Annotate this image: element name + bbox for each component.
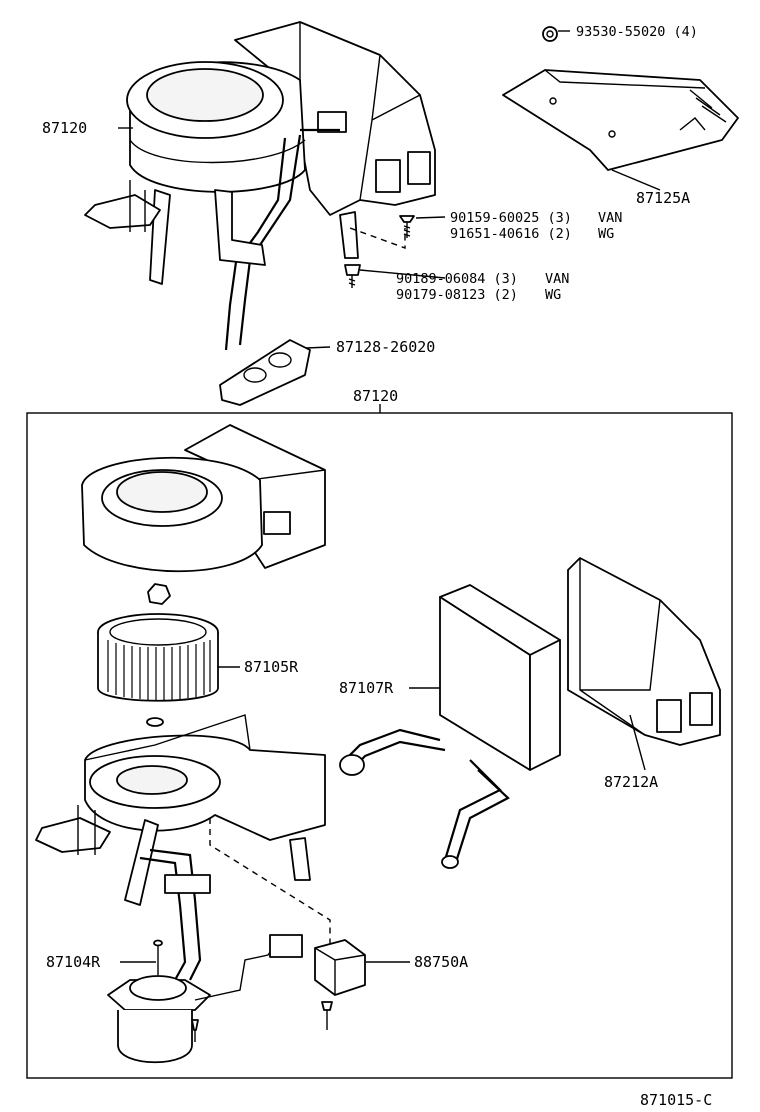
bottom-leader-lines xyxy=(120,666,646,963)
core-case-drawing xyxy=(567,557,721,746)
motor-drawing xyxy=(107,934,303,1064)
label-heater-core: 87107R xyxy=(339,679,394,697)
label-screw2-wg: 90179-08123 (2) xyxy=(396,287,518,303)
label-motor: 87104R xyxy=(46,953,101,971)
label-screw2-van: 90189-06084 (3) xyxy=(396,271,518,287)
label-resistor: 88750A xyxy=(414,953,468,971)
label-screw2-wg-tag: WG xyxy=(545,287,561,303)
heater-core-drawing xyxy=(339,584,561,869)
lower-case-drawing xyxy=(35,714,326,981)
screws-drawing xyxy=(344,215,415,288)
label-top-blower-assy: 87120 xyxy=(42,119,87,137)
label-fan: 87105R xyxy=(244,658,299,676)
panel-drawing xyxy=(502,69,739,171)
label-panel: 87125A xyxy=(636,189,690,207)
label-screw1-van-tag: VAN xyxy=(598,210,622,226)
screw-dashed-leader xyxy=(349,227,406,249)
resistor-dashed-leader xyxy=(209,818,331,948)
clip-drawing xyxy=(542,26,558,42)
figure-code: 871015-C xyxy=(640,1091,712,1109)
label-group-title: 87120 xyxy=(353,387,398,405)
washer-drawing xyxy=(146,717,164,727)
nut-drawing xyxy=(147,583,171,605)
label-screw1-wg-tag: WG xyxy=(598,226,614,242)
top-blower-assembly-drawing xyxy=(84,21,436,351)
grommet-drawing xyxy=(219,339,311,406)
label-screw1-wg: 91651-40616 (2) xyxy=(450,226,572,242)
resistor-drawing xyxy=(314,939,366,1030)
label-core-case: 87212A xyxy=(604,773,658,791)
upper-case-drawing xyxy=(81,424,326,573)
top-leader-lines xyxy=(118,30,661,349)
label-panel-clip: 93530-55020 (4) xyxy=(576,24,698,40)
label-screw1-van: 90159-60025 (3) xyxy=(450,210,572,226)
fan-drawing xyxy=(97,613,219,702)
label-screw2-van-tag: VAN xyxy=(545,271,569,287)
label-grommet: 87128-26020 xyxy=(336,338,435,356)
